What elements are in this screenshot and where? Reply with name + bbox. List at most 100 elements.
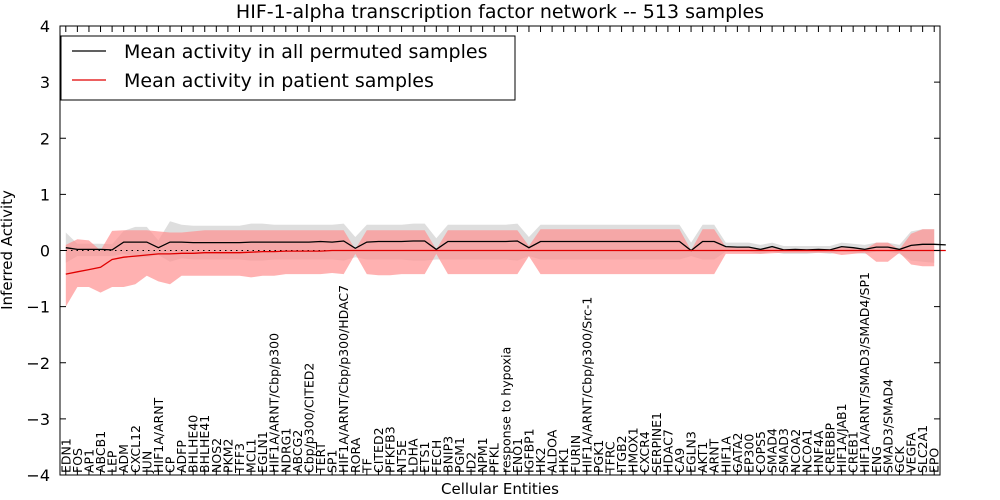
legend-label-patient: Mean activity in patient samples xyxy=(124,70,434,92)
x-tick-label: ETS1 xyxy=(417,442,432,473)
x-tick-label: CREBBP xyxy=(823,423,838,473)
x-tick-label: ADM xyxy=(116,444,131,473)
x-tick-label: HIF1A/JAB1 xyxy=(834,403,849,473)
x-tick-label: FOS xyxy=(70,448,85,473)
line-series-1 xyxy=(65,249,946,275)
x-tick-label: ENO1 xyxy=(510,438,525,473)
legend-label-permuted: Mean activity in all permuted samples xyxy=(124,41,487,63)
x-tick-label: TF xyxy=(359,458,374,474)
x-tick-label: NDRG1 xyxy=(278,428,293,473)
x-tick-label: AKT1 xyxy=(695,442,710,473)
x-tick-label: NCOA2 xyxy=(788,429,803,473)
x-tick-label: BHLHE40 xyxy=(186,415,201,473)
x-tick-label: EGLN1 xyxy=(255,431,270,473)
x-tick-label: NT5E xyxy=(394,440,409,473)
x-tick-label: SLC2A1 xyxy=(915,425,930,473)
x-tick-label: HIF1A/ARNT/SMAD3/SMAD4/SP1 xyxy=(857,272,872,473)
x-tick-label: PFKFB3 xyxy=(383,426,398,473)
x-tick-label: EGLN3 xyxy=(684,431,699,473)
x-tick-label: HIF1A/ARNT xyxy=(151,397,166,473)
x-tick-label: TFRC xyxy=(603,441,618,474)
x-tick-label: RORA xyxy=(348,437,363,473)
x-tick-label: JUN xyxy=(139,451,154,474)
x-tick-label: SMAD3/SMAD4 xyxy=(880,379,895,473)
x-tick-label: Cbp/p300/CITED2 xyxy=(301,363,316,473)
y-axis-ticks: −4 −3 −2 −1 0 1 2 3 4 xyxy=(26,17,940,485)
x-tick-label: ENG xyxy=(869,446,884,473)
x-tick-label: HK2 xyxy=(533,447,548,473)
x-tick-label: NOS2 xyxy=(209,438,224,473)
x-tick-label: CXCL12 xyxy=(128,425,143,473)
x-tick-label: CXCR4 xyxy=(637,431,652,473)
x-tick-label: EDN1 xyxy=(58,438,73,473)
y-axis-label: Inferred Activity xyxy=(0,190,16,310)
x-tick-label: TFF3 xyxy=(232,443,247,474)
x-tick-label: SMAD3 xyxy=(776,428,791,473)
x-axis-ticks: EDN1FOSAP1ABCB1LEPADMCXCL12JUNHIF1A/ARNT… xyxy=(58,26,942,475)
x-tick-label: response to hypoxia xyxy=(498,347,513,473)
x-tick-label: BHLHE41 xyxy=(197,415,212,473)
x-tick-label: SMAD4 xyxy=(765,428,780,473)
x-tick-label: HIF1A/ARNT/Cbp/p300/HDAC7 xyxy=(336,285,351,473)
x-tick-label: MCL1 xyxy=(244,439,259,473)
y-tick-label: −4 xyxy=(26,466,50,485)
x-tick-label: CREB1 xyxy=(846,431,861,473)
line-series-0 xyxy=(65,240,946,252)
x-tick-label: VEGFA xyxy=(904,432,919,473)
x-tick-label: SERPINE1 xyxy=(649,412,664,473)
band-series-1 xyxy=(65,229,935,307)
x-tick-label: HMOX1 xyxy=(626,427,641,473)
y-tick-label: 4 xyxy=(40,17,50,36)
x-tick-label: HIF1A/ARNT/Cbp/p300/Src-1 xyxy=(579,297,594,473)
x-tick-label: ABCB1 xyxy=(93,431,108,473)
x-tick-label: CA9 xyxy=(672,448,687,473)
x-tick-label: FURIN xyxy=(568,435,583,473)
y-tick-label: −1 xyxy=(26,298,50,317)
x-tick-label: ALDOA xyxy=(545,429,560,473)
x-axis-label: Cellular Entities xyxy=(441,480,559,498)
x-tick-label: PGM1 xyxy=(452,437,467,473)
x-tick-label: ABCG2 xyxy=(290,430,305,473)
y-tick-label: 1 xyxy=(40,185,50,204)
x-tick-label: HDAC7 xyxy=(660,429,675,473)
x-tick-label: CP xyxy=(163,456,178,473)
x-tick-label: SP1 xyxy=(325,450,340,473)
x-tick-label: ARNT xyxy=(707,438,722,473)
x-tick-label: HK1 xyxy=(556,447,571,473)
x-tick-label: PFKL xyxy=(487,443,502,473)
x-tick-label: HIF1A/ARNT/Cbp/p300 xyxy=(267,333,282,473)
x-tick-label: PKM2 xyxy=(220,439,235,473)
x-tick-label: EP300 xyxy=(741,434,756,473)
y-tick-label: −3 xyxy=(26,410,50,429)
y-tick-label: 3 xyxy=(40,73,50,92)
legend: Mean activity in all permuted samples Me… xyxy=(60,35,516,101)
x-tick-label: CITED2 xyxy=(371,427,386,473)
x-tick-label: COPS5 xyxy=(753,431,768,473)
x-tick-label: ID2 xyxy=(464,452,479,473)
x-tick-label: GCK xyxy=(892,446,907,473)
confidence-bands xyxy=(65,221,935,307)
x-tick-label: AP1 xyxy=(81,449,96,473)
x-tick-label: FECH xyxy=(429,440,444,473)
x-tick-label: LDHA xyxy=(406,438,421,473)
x-tick-label: HIF1A xyxy=(718,436,733,473)
y-tick-label: 2 xyxy=(40,129,50,148)
x-tick-label: ADFP xyxy=(174,440,189,473)
x-tick-label: TERT xyxy=(313,442,328,474)
chart-title: HIF-1-alpha transcription factor network… xyxy=(236,1,764,23)
x-tick-label: EPO xyxy=(927,448,942,473)
x-tick-label: ITGB2 xyxy=(614,435,629,473)
y-tick-label: 0 xyxy=(40,242,50,261)
x-tick-label: LEP xyxy=(105,450,120,473)
series-lines xyxy=(65,240,946,275)
x-tick-label: PGK1 xyxy=(591,440,606,473)
legend-box xyxy=(60,35,516,101)
x-tick-label: BNIP3 xyxy=(440,436,455,473)
y-tick-label: −2 xyxy=(26,354,50,373)
x-tick-label: NCOA1 xyxy=(799,429,814,473)
x-tick-label: HNF4A xyxy=(811,430,826,473)
x-tick-label: GATA2 xyxy=(730,433,745,473)
x-tick-label: NPM1 xyxy=(475,437,490,473)
x-tick-label: IGFBP1 xyxy=(521,428,536,473)
